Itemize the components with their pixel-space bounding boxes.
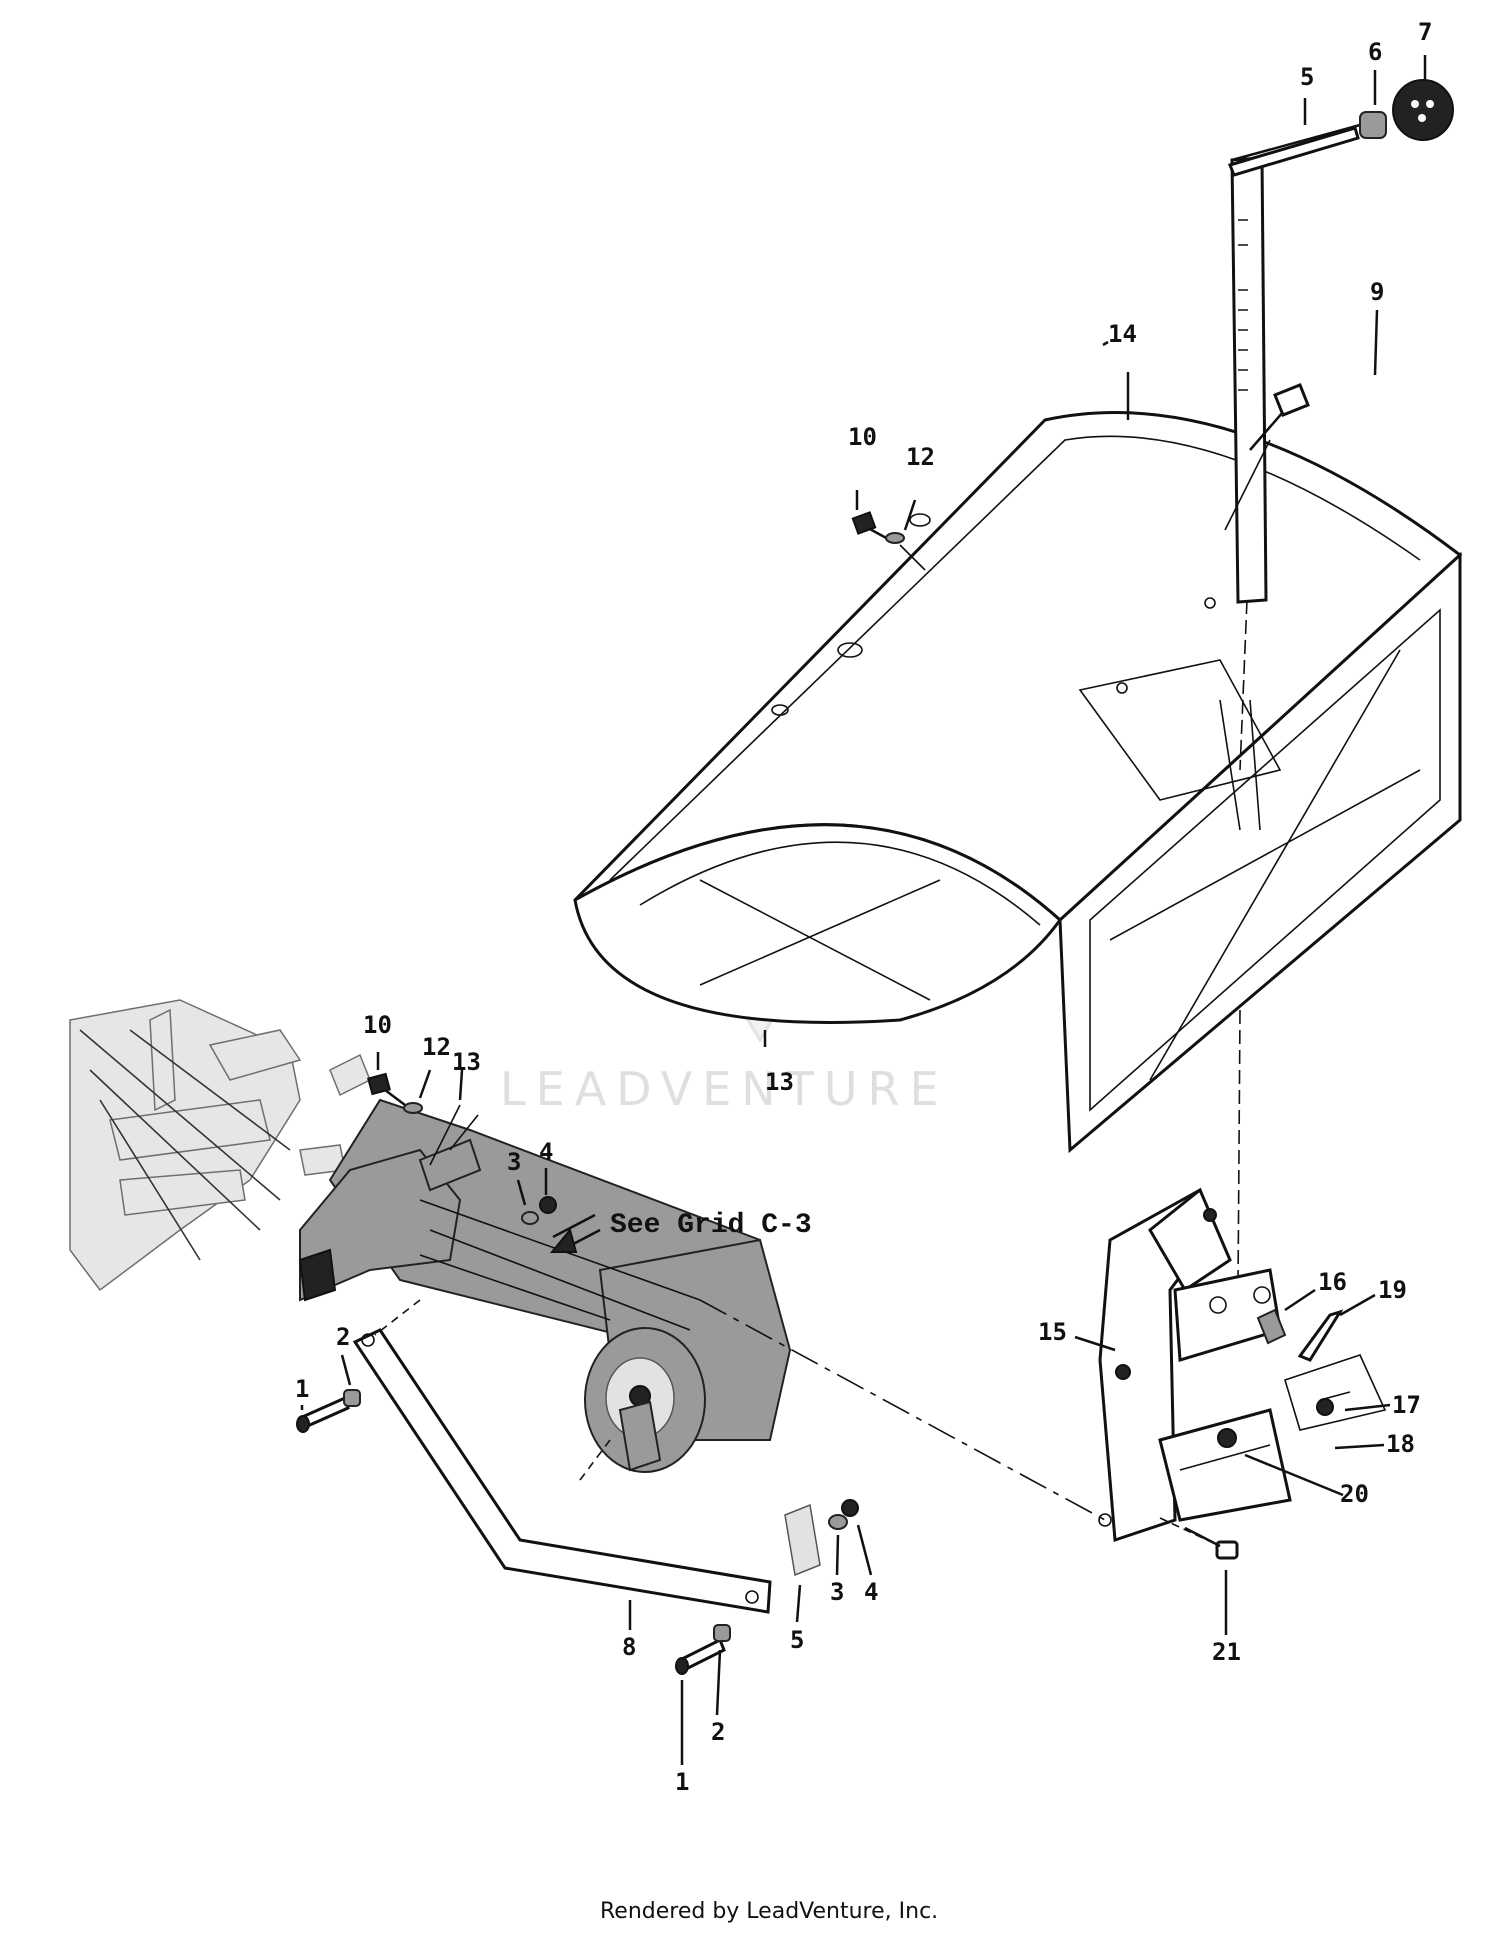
callout-4-bottom: 4 (864, 1578, 878, 1606)
mount-bracket (1098, 1187, 1387, 1560)
callout-2-left: 2 (336, 1323, 350, 1351)
callout-1-bottom: 1 (675, 1768, 689, 1796)
callout-12-top: 12 (906, 443, 935, 471)
callout-18: 18 (1386, 1430, 1415, 1458)
callout-5-bottom: 5 (790, 1626, 804, 1654)
callout-9: 9 (1370, 278, 1384, 306)
see-grid-label: See Grid C-3 (610, 1210, 812, 1241)
callout-19: 19 (1378, 1276, 1407, 1304)
callout-13-mid: 13 (452, 1048, 481, 1076)
watermark-text: LEADVENTURE (500, 1062, 949, 1116)
hardware-bottom (675, 1624, 731, 1675)
callout-16: 16 (1318, 1268, 1347, 1296)
callout-6: 6 (1368, 38, 1382, 66)
drag-bar (352, 1299, 772, 1614)
callout-3-bottom: 3 (830, 1578, 844, 1606)
callout-1-left: 1 (295, 1375, 309, 1403)
hardware-top (851, 511, 926, 571)
callout-7: 7 (1418, 18, 1432, 46)
callout-4-mid: 4 (539, 1138, 553, 1166)
tine-gearbox (298, 1098, 792, 1473)
callout-14: 14 (1108, 320, 1137, 348)
footer-credit: Rendered by LeadVenture, Inc. (600, 1899, 938, 1924)
leader-arrows (300, 55, 1427, 1765)
callout-20: 20 (1340, 1480, 1369, 1508)
callout-8: 8 (622, 1633, 636, 1661)
callout-12-mid: 12 (422, 1033, 451, 1061)
callout-10-mid: 10 (363, 1011, 392, 1039)
knob-part (1392, 79, 1454, 141)
callout-2-bottom: 2 (711, 1718, 725, 1746)
depth-lever (1227, 79, 1454, 604)
see-grid-arrow (549, 1213, 601, 1254)
dashed-line-lever (1237, 599, 1248, 1291)
callout-13: 13 (765, 1068, 794, 1096)
tractor-frame (69, 999, 371, 1292)
hardware-mid (367, 1072, 461, 1166)
callout-17: 17 (1392, 1391, 1421, 1419)
dashed-line-shaft (699, 1299, 1106, 1521)
callout-15: 15 (1038, 1318, 1067, 1346)
callout-21: 21 (1212, 1638, 1241, 1666)
hardware-mid-34 (521, 1196, 557, 1225)
bolt-9 (1224, 383, 1310, 531)
callout-5: 5 (1300, 63, 1314, 91)
hardware-left (296, 1389, 361, 1433)
ferrule-part (1359, 111, 1387, 139)
callout-10-top: 10 (848, 423, 877, 451)
tiller-shield (573, 411, 1463, 1154)
hardware-plate-5 (784, 1499, 859, 1577)
callout-3-mid: 3 (507, 1148, 521, 1176)
